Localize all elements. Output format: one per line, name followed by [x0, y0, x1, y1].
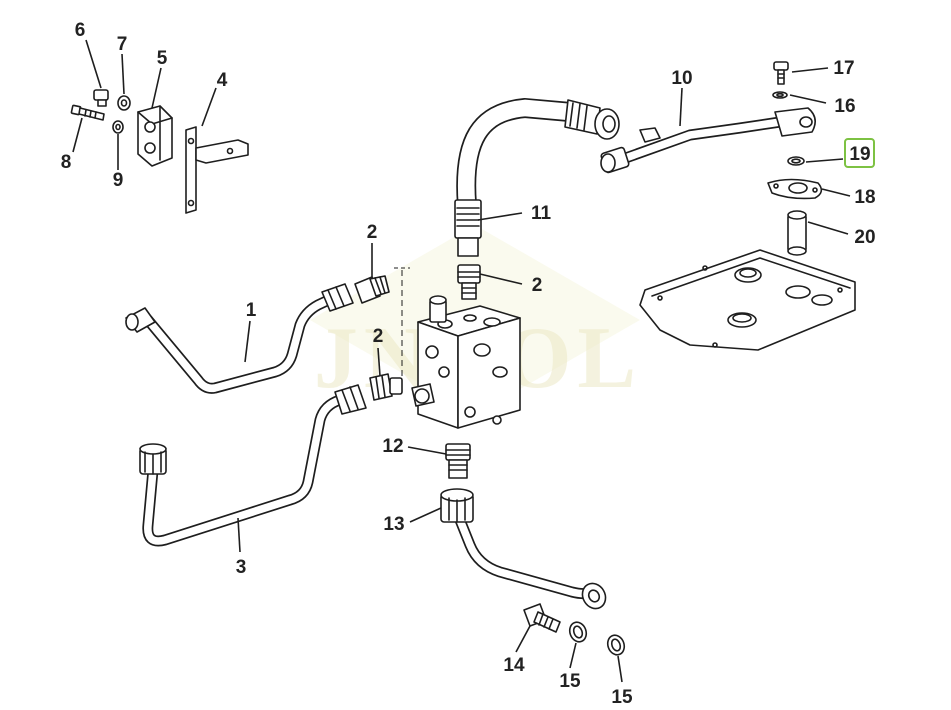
callout-2-top[interactable]: 2 — [367, 222, 378, 243]
callout-labels: 6 7 5 4 8 9 10 17 16 19 18 20 11 2 2 2 1… — [61, 20, 876, 708]
callout-2-lower[interactable]: 2 — [373, 326, 384, 347]
callout-10[interactable]: 10 — [671, 68, 692, 89]
highlight-box-part-19 — [844, 138, 875, 168]
callout-16[interactable]: 16 — [834, 96, 855, 117]
callout-2-center[interactable]: 2 — [532, 275, 543, 296]
callout-4[interactable]: 4 — [217, 70, 228, 91]
callout-17[interactable]: 17 — [833, 58, 854, 79]
part-12-fitting — [445, 443, 471, 479]
callout-3[interactable]: 3 — [236, 557, 247, 578]
part-4-bracket — [185, 126, 249, 214]
part-5-clamp — [137, 105, 173, 167]
callout-8[interactable]: 8 — [61, 152, 72, 173]
callout-7[interactable]: 7 — [117, 34, 128, 55]
valve-block — [411, 295, 521, 429]
callout-13[interactable]: 13 — [383, 514, 404, 535]
callout-6[interactable]: 6 — [75, 20, 86, 41]
part-10-pipe — [600, 107, 816, 174]
part-6-bolt — [93, 89, 109, 107]
part-18-gasket — [767, 178, 823, 200]
callout-14[interactable]: 14 — [503, 655, 525, 676]
callout-20[interactable]: 20 — [854, 227, 875, 248]
part-11-flexible-hose — [454, 97, 620, 257]
part-15-washer-a — [568, 621, 588, 643]
part-14-banjo-bolt — [523, 603, 561, 633]
callout-5[interactable]: 5 — [157, 48, 168, 69]
leader-lines — [72, 39, 851, 683]
part-2-fitting-center — [457, 264, 481, 300]
part-13-pipe — [440, 488, 607, 610]
part-16-washer — [772, 91, 788, 99]
callout-15-b[interactable]: 15 — [611, 687, 633, 708]
callout-18[interactable]: 18 — [854, 187, 875, 208]
part-19-o-ring — [787, 156, 805, 166]
part-8-long-bolt — [70, 104, 105, 121]
part-15-washer-b — [606, 634, 626, 656]
callout-12[interactable]: 12 — [382, 436, 403, 457]
housing-cover-plate — [639, 249, 856, 351]
part-7-washer — [117, 95, 131, 111]
callout-15-a[interactable]: 15 — [559, 671, 581, 692]
part-9-nut — [112, 120, 124, 134]
part-20-sleeve — [787, 210, 807, 256]
callout-19[interactable]: 19 — [849, 144, 870, 165]
callout-11[interactable]: 11 — [531, 203, 552, 224]
part-2-fitting-top-left — [354, 275, 390, 304]
part-2-fitting-lower-left — [369, 373, 403, 401]
part-17-bolt — [773, 61, 789, 85]
part-1-pipe — [125, 283, 354, 394]
callout-1[interactable]: 1 — [246, 300, 257, 321]
callout-9[interactable]: 9 — [113, 170, 124, 191]
part-3-pipe — [139, 384, 367, 547]
